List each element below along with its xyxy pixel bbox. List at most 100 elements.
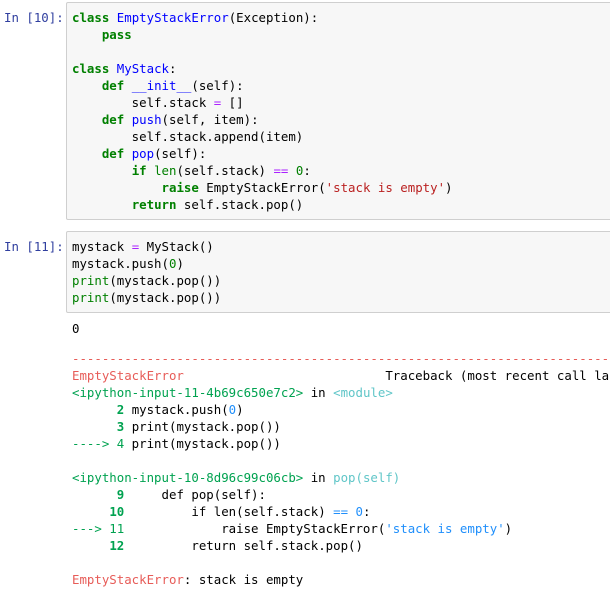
code-cell-2-token: print [72,273,110,288]
traceback-token [72,538,109,553]
traceback-line: 10 if len(self.stack) == 0: [72,503,610,520]
code-cell-1-token [147,163,154,178]
traceback-token: <ipython-input-11-4b69c650e7c2> [72,385,304,400]
code-cell-1-token: MyStack [116,61,169,76]
code-cell-1-token: (Exception): [228,10,319,25]
traceback-token: ---> 11 [72,521,125,536]
traceback-token [72,504,109,519]
code-cell-1-line: raise EmptyStackError('stack is empty') [72,179,453,196]
code-cell-1-token: 0 [295,163,304,178]
code-cell-2-line: print(mystack.pop()) [72,289,221,306]
code-cell-1-line: pass [72,26,453,43]
code-cell-1-token: pass [101,27,132,42]
traceback-line: ----> 4 print(mystack.pop()) [72,435,610,452]
code-cell-1-token: 'stack is empty' [325,180,446,195]
code-cell-1-token: EmptyStackError [116,10,229,25]
code-cell-1-token: if [131,163,147,178]
code-cell-2-token: MyStack() [139,239,214,254]
code-cell-1-token: len [154,163,177,178]
traceback-line: 9 def pop(self): [72,486,610,503]
code-cell-2-line: print(mystack.pop()) [72,272,221,289]
code-cell-2-token: mystack [72,239,132,254]
code-cell-1-token: class [72,61,110,76]
code-cell-1-token [124,146,131,161]
code-cell-1-token: pop [131,146,155,161]
code-cell-1-line: def push(self, item): [72,111,453,128]
traceback-line: ---> 11 raise EmptyStackError('stack is … [72,520,610,537]
code-cell-1-token [72,180,162,195]
code-cell-1-line [72,43,453,60]
traceback-token: 9 [116,487,125,502]
code-cell-1-token: (self): [154,146,207,161]
traceback-token: return self.stack.pop() [124,538,363,553]
code-cell-1-token [124,112,131,127]
traceback-line: <ipython-input-11-4b69c650e7c2> in <modu… [72,384,610,401]
code-cell-2-line: mystack.push(0) [72,255,221,272]
code-cell-1-line: return self.stack.pop() [72,196,453,213]
code-cell-1-token: def [101,112,125,127]
traceback-token: in [303,385,334,400]
traceback-token: 2 [116,402,125,417]
code-cell-1-token: : [169,61,177,76]
code-cell-1-token: __init__ [131,78,192,93]
cell-2-traceback: ----------------------------------------… [72,350,610,588]
traceback-token: ----> 4 [72,436,125,451]
code-cell-1-token: return [131,197,177,212]
traceback-token: ) [236,402,244,417]
traceback-token: print(mystack.pop()) [124,419,281,434]
code-cell-1-token [72,197,132,212]
cell-2-input-area[interactable] [66,231,610,313]
traceback-line: EmptyStackError: stack is empty [72,571,610,588]
code-cell-1-token [124,78,131,93]
code-cell-1-token: def [101,146,125,161]
cell-1-code: class EmptyStackError(Exception): pass cl… [72,9,453,213]
code-cell-1-token [109,61,116,76]
code-cell-1-token: = [213,95,222,110]
traceback-token: mystack.push( [124,402,229,417]
traceback-token: Traceback (most recent call last) [183,368,610,383]
cell-2-prompt: In [11]: [4,239,64,254]
code-cell-1-token: EmptyStackError( [198,180,326,195]
traceback-token: 0 [228,402,237,417]
traceback-token [72,402,117,417]
traceback-token: pop(self) [333,470,401,485]
code-cell-1-token [72,146,102,161]
traceback-token: : [362,504,371,519]
cell-1-input-area[interactable] [66,2,610,220]
traceback-token: 3 [116,419,125,434]
code-cell-1-line: self.stack.append(item) [72,128,453,145]
code-cell-1-token [72,163,132,178]
traceback-token: 12 [109,538,125,553]
traceback-line: 2 mystack.push(0) [72,401,610,418]
traceback-line [72,554,610,571]
traceback-token: if len(self.stack) [124,504,334,519]
traceback-line: ----------------------------------------… [72,350,610,367]
code-cell-1-token: == [273,163,289,178]
traceback-token: print(mystack.pop()) [124,436,281,451]
code-cell-1-token: def [101,78,125,93]
traceback-token: 10 [109,504,125,519]
traceback-line [72,452,610,469]
code-cell-2-token: (mystack.pop()) [109,273,222,288]
code-cell-1-token: ) [445,180,453,195]
cell-1-prompt: In [10]: [4,10,64,25]
traceback-token: ----------------------------------------… [72,351,610,366]
code-cell-1-token: class [72,10,110,25]
code-cell-2-token: print [72,290,110,305]
traceback-token [348,504,355,519]
traceback-token: 0 [355,504,363,519]
code-cell-1-token: self.stack [72,95,214,110]
traceback-token: : stack is empty [183,572,304,587]
traceback-line: 12 return self.stack.pop() [72,537,610,554]
traceback-line: EmptyStackError Traceback (most recent c… [72,367,610,384]
traceback-token: EmptyStackError [72,368,184,383]
code-cell-1-token: (self, item): [161,112,259,127]
traceback-token: <module> [333,385,393,400]
cell-2-code: mystack = MyStack()mystack.push(0)print(… [72,238,221,306]
traceback-token [72,487,117,502]
code-cell-2-token: ) [176,256,184,271]
code-cell-1-token [72,78,102,93]
code-cell-2-token: = [131,239,140,254]
code-cell-1-token: [] [221,95,244,110]
traceback-token: == [333,504,349,519]
